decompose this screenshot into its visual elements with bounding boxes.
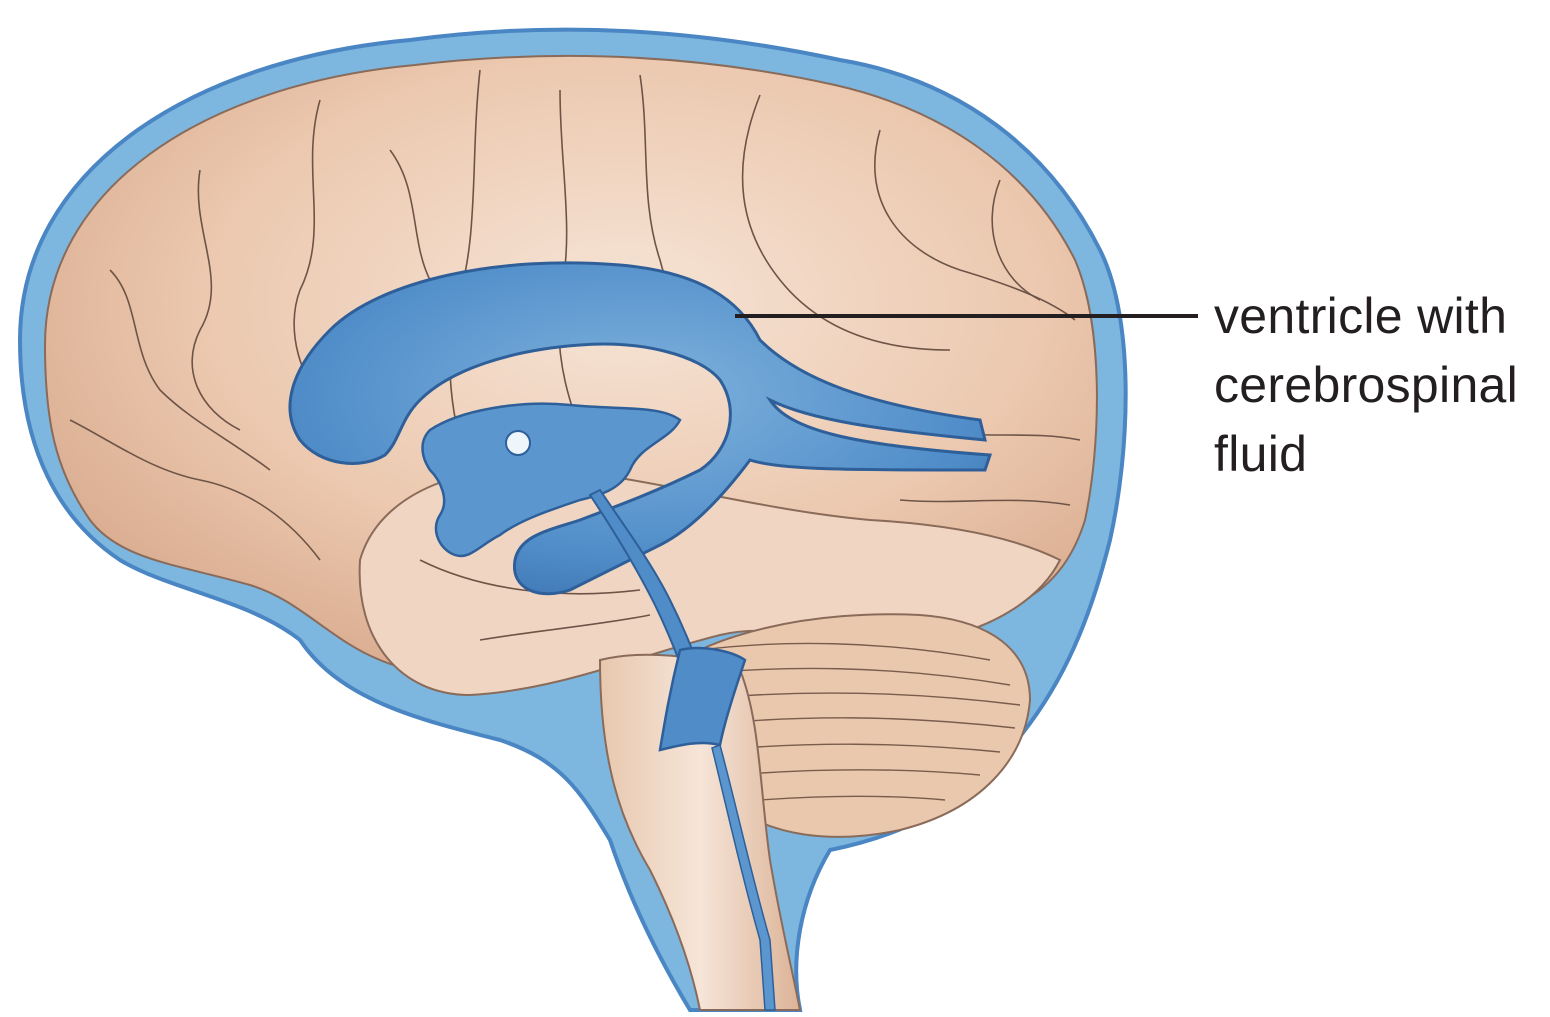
callout-label-line: cerebrospinal <box>1214 357 1519 413</box>
central-canal <box>711 744 776 1011</box>
callout-label-line: ventricle with <box>1214 288 1508 344</box>
callout-label-line: fluid <box>1214 426 1308 482</box>
third-ventricle <box>421 402 682 558</box>
interventricular-foramen <box>505 430 531 456</box>
lateral-ventricle <box>288 261 993 596</box>
callout-label-ventricle: ventricle with cerebrospinal fluid <box>1214 282 1544 489</box>
ventricle-system <box>288 261 993 1011</box>
